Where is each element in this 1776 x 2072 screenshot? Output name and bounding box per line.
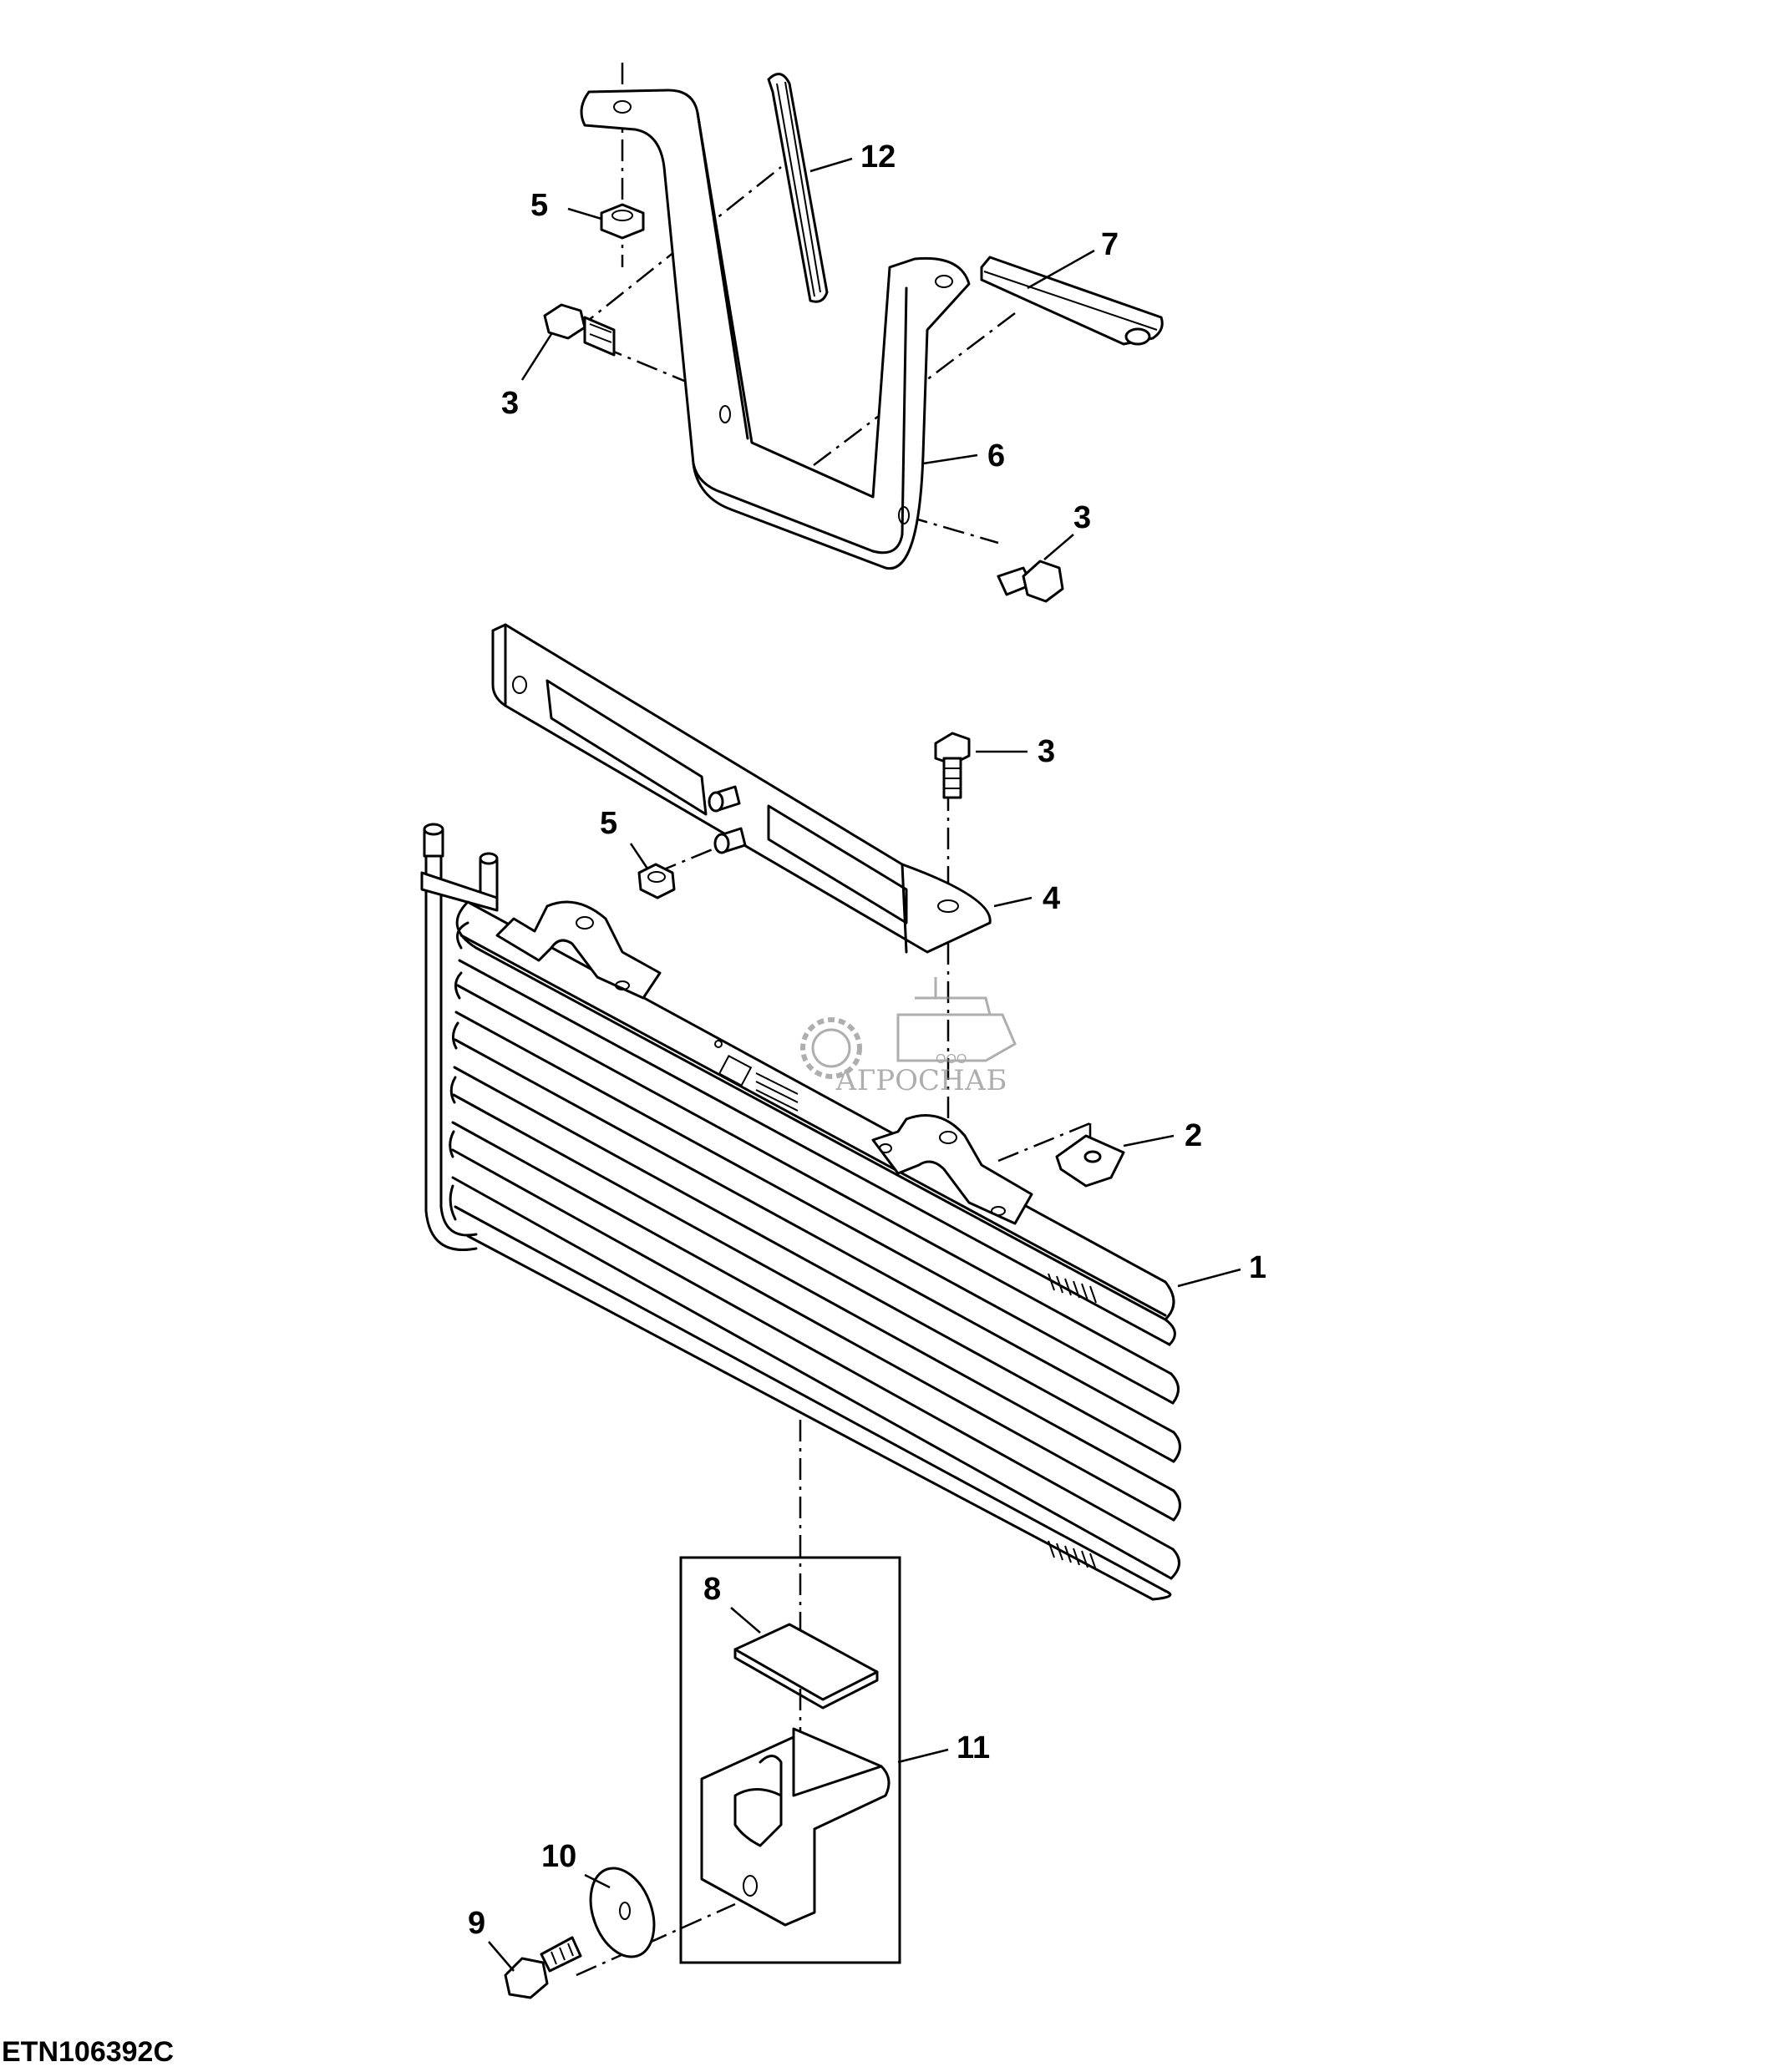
pad-8 bbox=[733, 1623, 879, 1710]
callout-5-mid: 5 bbox=[600, 806, 617, 841]
callout-12: 12 bbox=[860, 139, 896, 175]
callout-3-mid: 3 bbox=[1038, 734, 1055, 769]
callout-6: 6 bbox=[987, 438, 1005, 474]
callout-3-left: 3 bbox=[501, 386, 519, 421]
callout-1: 1 bbox=[1249, 1250, 1266, 1285]
callout-4: 4 bbox=[1043, 881, 1060, 916]
callout-2: 2 bbox=[1185, 1118, 1202, 1153]
washer-10 bbox=[589, 1867, 656, 1958]
callout-8: 8 bbox=[703, 1572, 721, 1607]
watermark-brand: АГРОСНАБ bbox=[835, 1064, 1007, 1097]
bolt-3-left bbox=[543, 303, 616, 357]
watermark-prefix: ООО bbox=[936, 1052, 967, 1066]
gear-logo-icon bbox=[800, 977, 1017, 1079]
callout-labels: 12 7 5 3 6 3 3 5 4 2 1 8 11 10 9 bbox=[468, 139, 1266, 1941]
clip-nut-2 bbox=[1055, 1134, 1125, 1188]
strip-12 bbox=[767, 73, 829, 303]
bolt-3-right bbox=[997, 560, 1064, 603]
decal bbox=[714, 1040, 799, 1112]
strip-7 bbox=[980, 256, 1164, 346]
callout-11: 11 bbox=[957, 1730, 990, 1766]
bolt-9 bbox=[504, 1936, 582, 1999]
oil-cooler-1 bbox=[420, 823, 1181, 1601]
bolt-3-mid bbox=[934, 732, 971, 799]
clamp-11 bbox=[700, 1727, 891, 1927]
leader-lines bbox=[488, 157, 1241, 1972]
figure-id: ETN106392C bbox=[2, 2036, 174, 2068]
callout-5-top: 5 bbox=[530, 188, 548, 223]
kit-box bbox=[679, 1556, 901, 1964]
callout-3-right: 3 bbox=[1073, 500, 1091, 535]
bracket-4 bbox=[491, 623, 992, 954]
nut-5-top bbox=[600, 203, 645, 240]
callout-10: 10 bbox=[541, 1839, 576, 1874]
nut-5-mid bbox=[637, 863, 676, 899]
callout-7: 7 bbox=[1101, 227, 1119, 262]
cooler-fins bbox=[449, 900, 1181, 1601]
watermark: ООО АГРОСНАБ bbox=[800, 977, 1017, 1097]
callout-9: 9 bbox=[468, 1906, 485, 1941]
bracket-6 bbox=[580, 89, 971, 570]
